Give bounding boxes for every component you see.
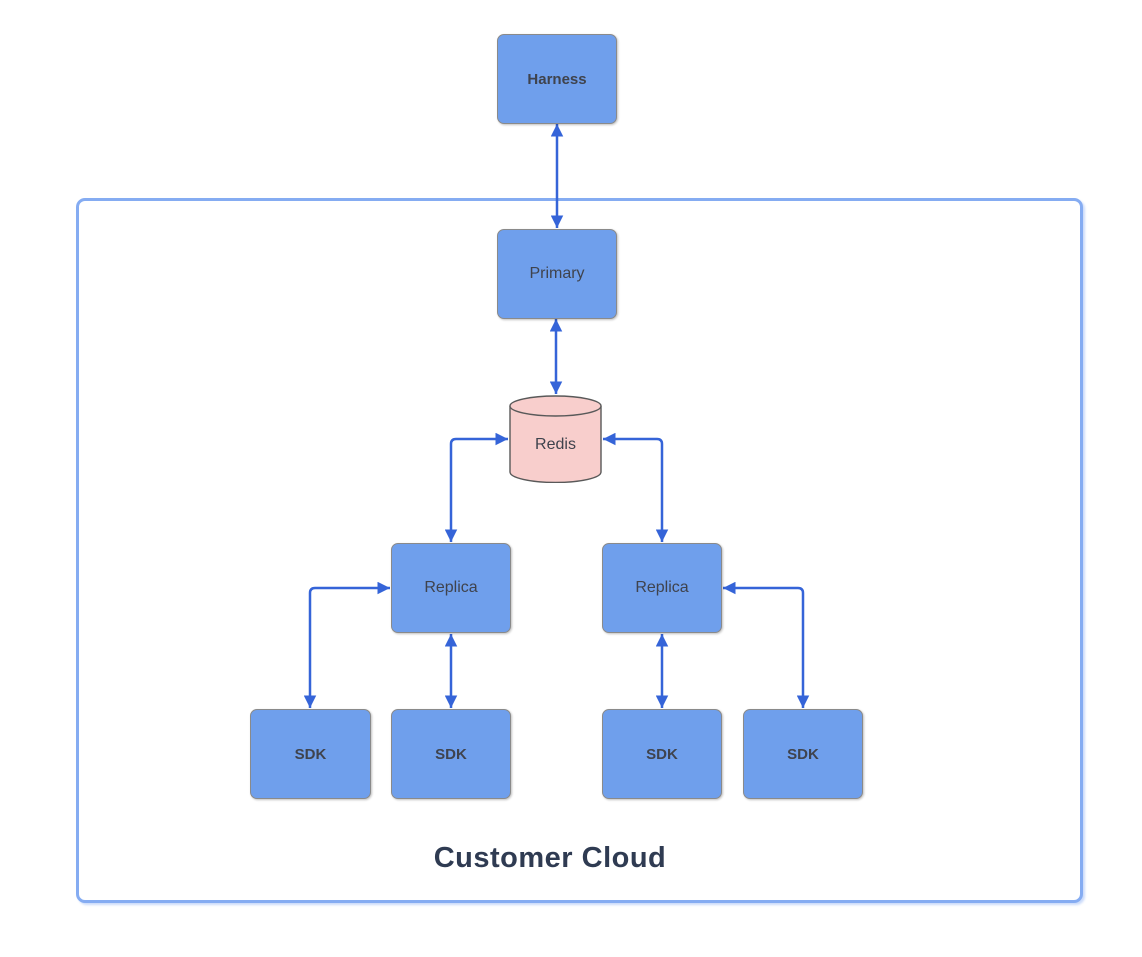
node-sdk-outer-left: SDK xyxy=(250,709,371,799)
node-primary: Primary xyxy=(497,229,617,319)
node-sdk-outer-right: SDK xyxy=(743,709,863,799)
node-replica-left-label: Replica xyxy=(424,579,478,596)
node-redis: Redis xyxy=(509,395,602,483)
node-replica-left: Replica xyxy=(391,543,511,633)
node-primary-label: Primary xyxy=(529,265,585,282)
node-harness: Harness xyxy=(497,34,617,124)
node-sdk-outer-right-label: SDK xyxy=(787,745,819,763)
node-sdk-inner-left-label: SDK xyxy=(435,745,467,763)
node-sdk-inner-right-label: SDK xyxy=(646,745,678,763)
node-redis-label: Redis xyxy=(535,436,576,453)
database-cylinder-icon xyxy=(509,395,602,483)
node-replica-right-label: Replica xyxy=(635,579,689,596)
customer-cloud-label: Customer Cloud xyxy=(433,842,667,874)
node-replica-right: Replica xyxy=(602,543,722,633)
node-sdk-inner-right: SDK xyxy=(602,709,722,799)
node-sdk-inner-left: SDK xyxy=(391,709,511,799)
node-harness-label: Harness xyxy=(527,70,587,88)
node-sdk-outer-left-label: SDK xyxy=(294,745,327,763)
